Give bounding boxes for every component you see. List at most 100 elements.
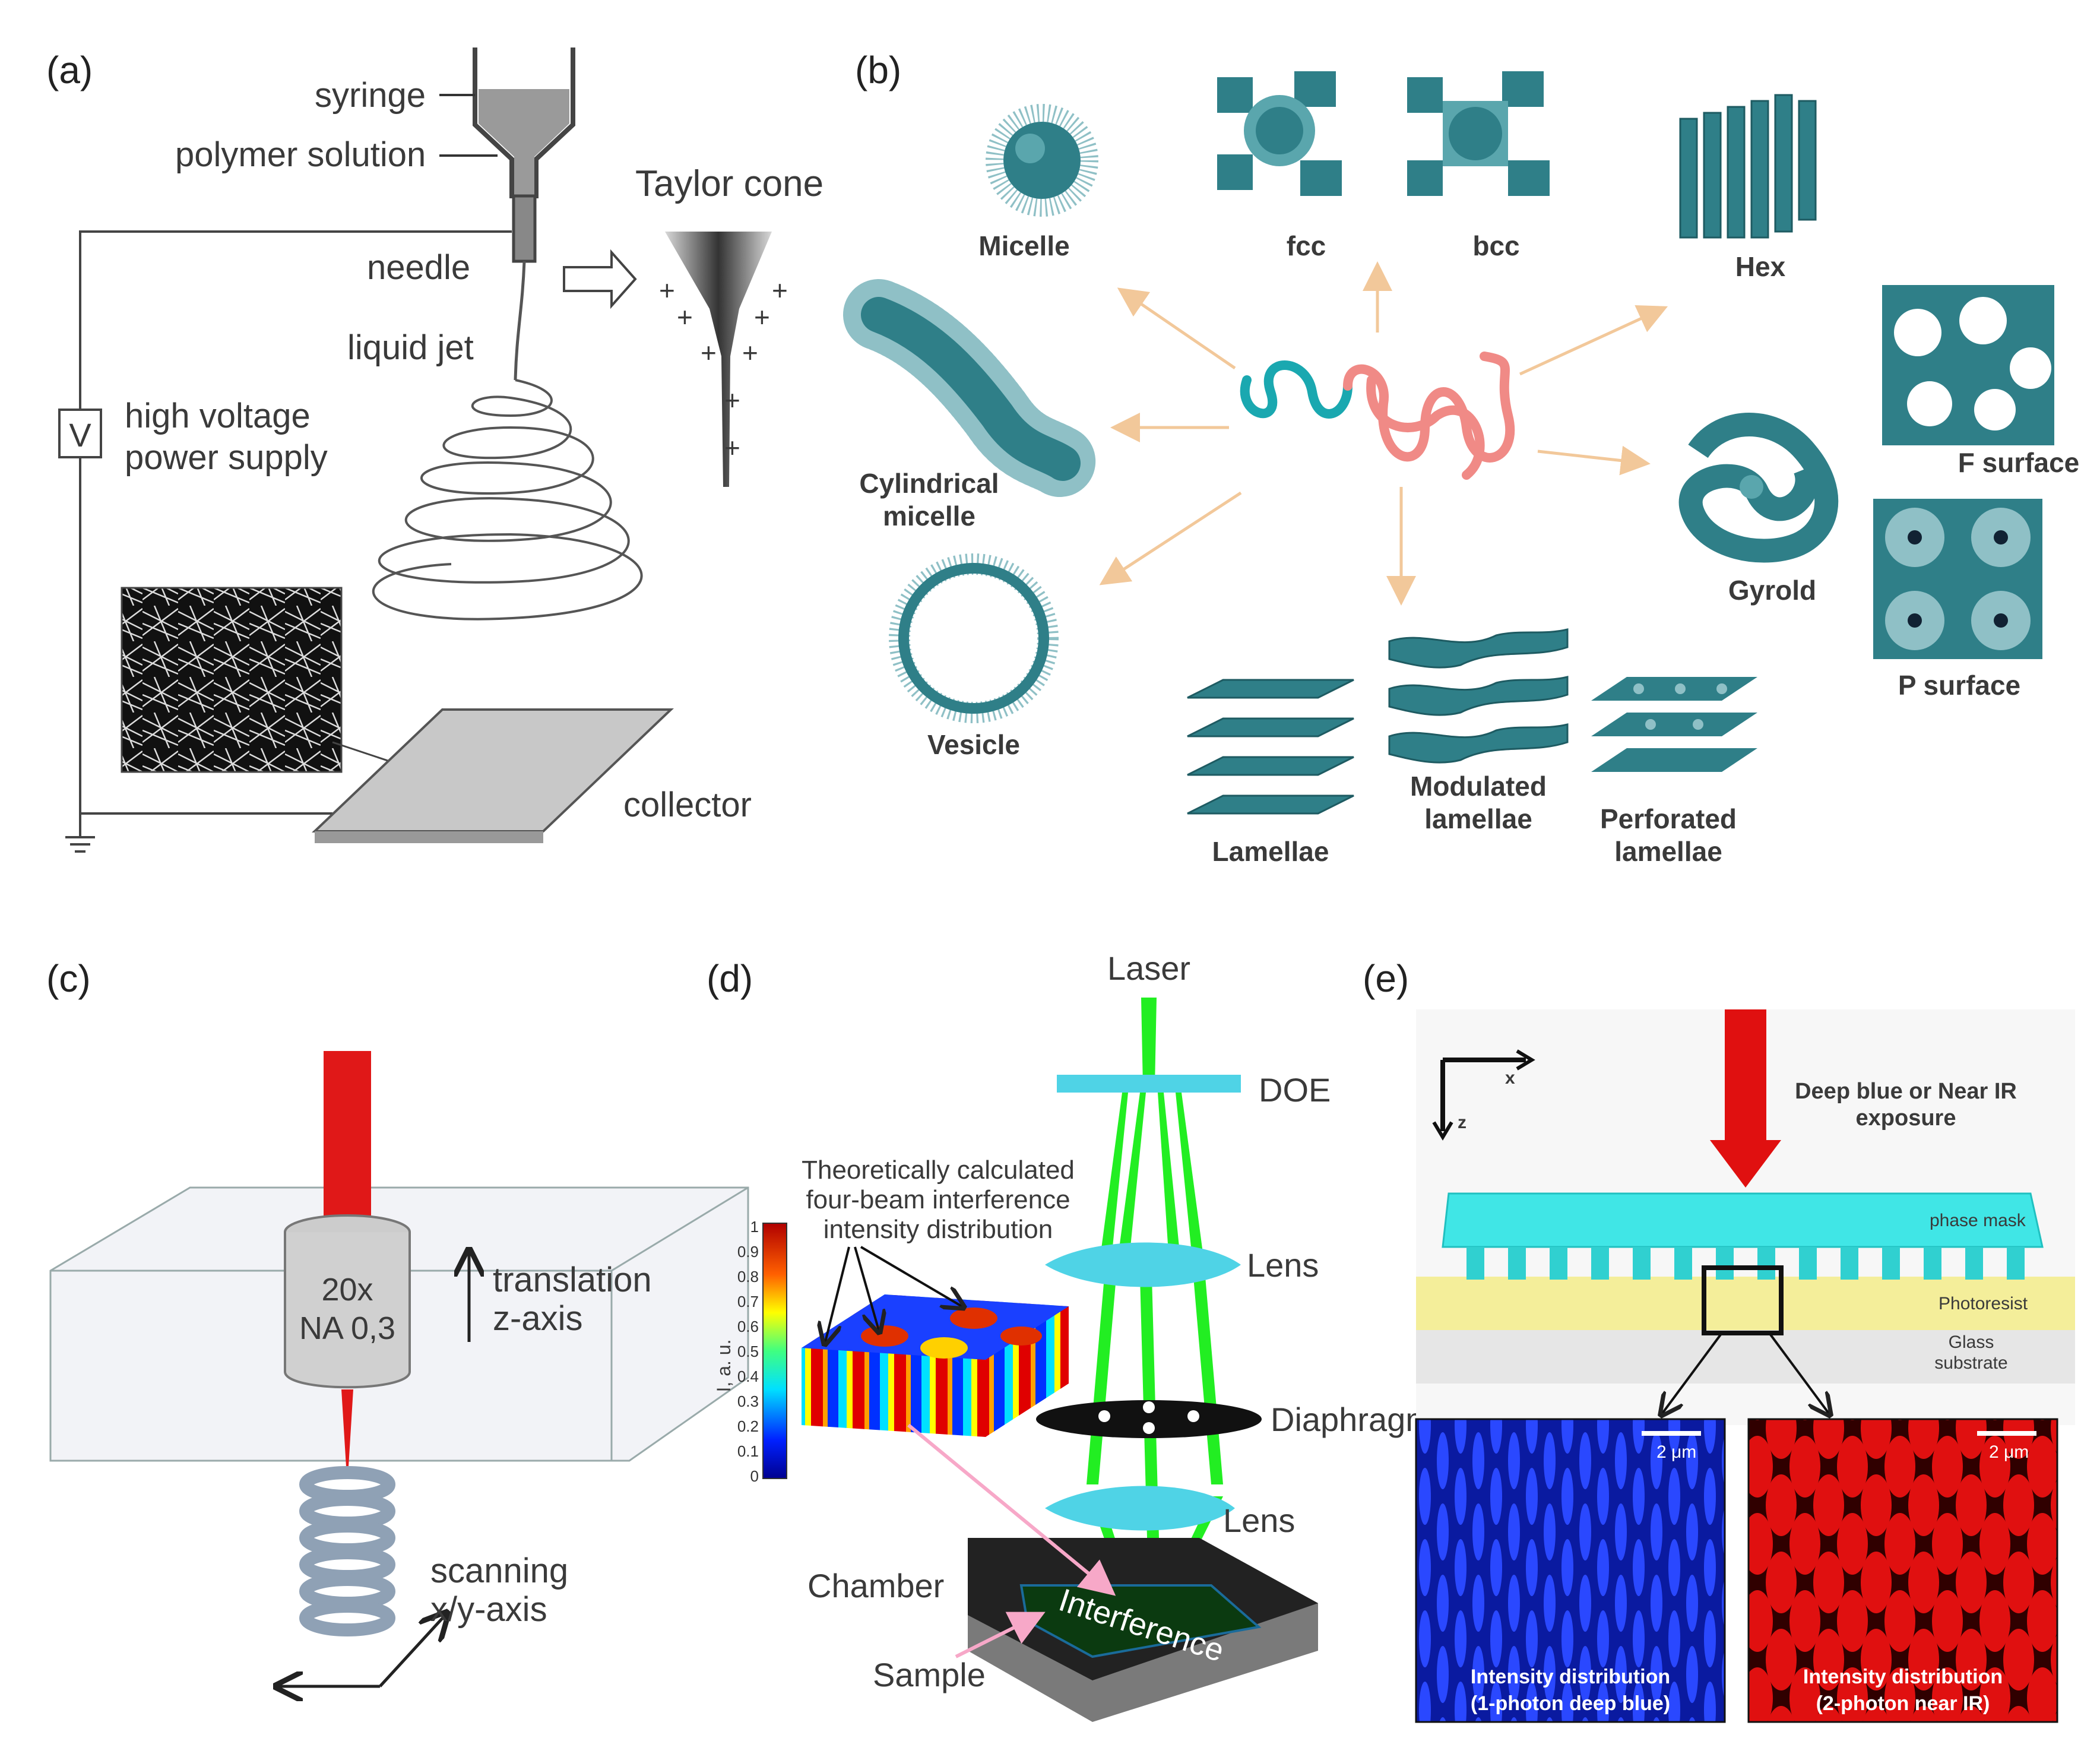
panel-c-label: (c) <box>46 957 91 1000</box>
phase-mask-teeth <box>1466 1247 2025 1280</box>
axes-icon <box>1440 1058 1526 1131</box>
polymer-solution-label: polymer solution <box>175 135 426 174</box>
hex-label: Hex <box>1735 251 1786 282</box>
theory-pointer-arrows <box>825 1246 962 1342</box>
scale-red-label: 2 μm <box>1989 1442 2029 1462</box>
voltage-source-box <box>58 409 102 458</box>
panel-c: (c) 20x NA 0,3 translation z-axis scanni… <box>46 957 749 1688</box>
glass-box-edges <box>50 1186 749 1461</box>
ground-icon <box>65 813 95 853</box>
colorbar-tick-label: 0 <box>750 1467 759 1485</box>
red-caption-line1: Intensity distribution <box>1803 1666 2003 1688</box>
panel-a: (a) syringe polymer solution needle liqu… <box>46 48 823 853</box>
focused-beam <box>341 1389 353 1467</box>
phase-mask <box>1442 1192 2044 1248</box>
exposure-line2: exposure <box>1856 1106 1956 1131</box>
fcc-structure <box>1217 71 1342 196</box>
micelle-structure <box>986 104 1098 217</box>
zoom-arrow-left <box>1662 1332 1723 1413</box>
theory-line1: Theoretically calculated <box>802 1155 1075 1185</box>
exposure-line1: Deep blue or Near IR <box>1795 1079 2017 1104</box>
colorbar-tick-label: 0.3 <box>737 1392 759 1410</box>
collector-edge <box>315 831 543 843</box>
colorbar-tick-label: 0.6 <box>737 1318 759 1335</box>
charge-2: + <box>772 275 788 306</box>
translation-line1: translation <box>493 1261 652 1299</box>
bcc-structure <box>1407 71 1550 196</box>
objective-line1: 20x <box>321 1272 373 1308</box>
panel-d: (d) Laser DOE Lens Diaphragm Lens <box>707 949 1433 1722</box>
f-surface-label: F surface <box>1958 447 2080 478</box>
panel-e: (e) x z Deep blue or Near IR exposure ph… <box>1363 957 2075 1723</box>
cylindrical-micelle-structure <box>843 279 1098 499</box>
voltage-symbol: V <box>69 416 91 454</box>
liquid-jet <box>514 261 526 381</box>
vesicle-structure <box>889 553 1059 723</box>
collector-label: collector <box>623 786 752 824</box>
colorbar-ticks: 10.90.80.70.60.50.40.30.20.10 <box>737 1218 759 1485</box>
scanning-line2: x/y-axis <box>430 1590 547 1629</box>
charge-6: + <box>742 337 758 368</box>
whipping-spiral <box>372 379 643 621</box>
modulated-line2: lamellae <box>1424 803 1532 834</box>
liquid-jet-label: liquid jet <box>347 328 474 367</box>
photoresist-layer <box>1416 1277 2075 1330</box>
power-supply-line2: power supply <box>125 438 328 477</box>
needle-label: needle <box>367 248 470 287</box>
zoom-arrow-right <box>1768 1332 1829 1413</box>
arrow-to-micelle <box>1117 287 1236 370</box>
hex-structure <box>1679 94 1817 239</box>
blue-caption-line2: (1-photon deep blue) <box>1471 1692 1670 1715</box>
cylindrical-line2: micelle <box>883 501 975 531</box>
scan-y-arrow <box>379 1615 445 1688</box>
vesicle-label: Vesicle <box>927 729 1020 760</box>
colorbar-tick-label: 0.1 <box>737 1442 759 1460</box>
lens-bottom <box>1045 1486 1235 1531</box>
gyroid-label: Gyrold <box>1728 575 1816 606</box>
zoom-box <box>1702 1265 1784 1335</box>
polymer-solution-fill <box>479 89 569 196</box>
gyroid-structure <box>1678 413 1839 563</box>
copolymer-block-b-loop <box>1366 375 1485 480</box>
laser-beam <box>324 1051 371 1241</box>
red-caption-line2: (2-photon near IR) <box>1816 1692 1990 1715</box>
colorbar-tick-label: 1 <box>750 1218 759 1236</box>
charge-4: + <box>754 302 770 333</box>
charge-3: + <box>677 302 693 333</box>
sample-label: Sample <box>873 1656 986 1693</box>
scalebar-red <box>1977 1431 2036 1436</box>
doe-element <box>1057 1075 1241 1093</box>
laser-label: Laser <box>1107 949 1190 987</box>
doe-label: DOE <box>1259 1071 1331 1109</box>
glass-line1: Glass <box>1949 1332 1994 1352</box>
diaphragm <box>1036 1400 1262 1438</box>
charge-5: + <box>701 337 717 368</box>
exposure-beam <box>1725 1009 1766 1140</box>
lamellae-structure <box>1187 679 1354 815</box>
needle <box>512 194 537 263</box>
fcc-label: fcc <box>1287 230 1326 261</box>
glass-substrate <box>1416 1330 2075 1384</box>
theory-line3: intensity distribution <box>823 1215 1053 1244</box>
scale-blue-label: 2 μm <box>1656 1442 1696 1462</box>
exposure-arrowhead <box>1710 1140 1781 1188</box>
charge-1: + <box>659 275 675 306</box>
diaphragm-label: Diaphragm <box>1271 1401 1433 1438</box>
intensity-map-red <box>1747 1418 2058 1723</box>
colorbar-tick-label: 0.5 <box>737 1343 759 1360</box>
glass-line2: substrate <box>1934 1353 2007 1373</box>
perforated-lamellae-structure <box>1591 677 1757 772</box>
p-surface-label: P surface <box>1898 670 2020 701</box>
blue-caption-line1: Intensity distribution <box>1471 1666 1670 1688</box>
copolymer-block-b <box>1343 352 1515 463</box>
lens-bottom-label: Lens <box>1223 1502 1295 1539</box>
lens-top-label: Lens <box>1247 1246 1319 1284</box>
theory-line2: four-beam interference <box>806 1185 1070 1214</box>
colorbar-axis-label: I, a. u. <box>713 1340 734 1392</box>
collector-plate <box>312 708 674 832</box>
panel-a-label: (a) <box>46 49 93 91</box>
nanofiber-mesh-image <box>121 587 343 773</box>
taylor-cone-charges: + + + + + + + + <box>659 275 788 463</box>
micelle-label: Micelle <box>978 230 1069 261</box>
